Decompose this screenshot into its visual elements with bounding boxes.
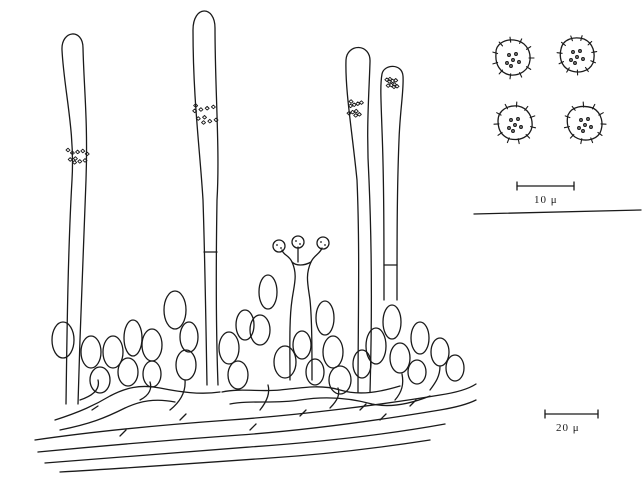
spore-scale-bar (516, 181, 575, 191)
cystidium-3 (345, 46, 373, 393)
spore-4 (566, 105, 603, 141)
hymenial-cells (51, 274, 465, 395)
spore-2 (559, 37, 595, 73)
subhymenial-hyphae (34, 365, 477, 473)
spore-scale-label: 10 μ (534, 194, 558, 206)
basidium (272, 235, 330, 381)
spore-1 (495, 39, 531, 76)
divider-line (473, 209, 642, 215)
hyphae-scale-bar (544, 409, 599, 419)
spore-group (492, 35, 607, 145)
crystal-incrustations (65, 76, 400, 165)
cystidium-1 (61, 33, 88, 405)
cystidium-4 (380, 65, 404, 301)
cystidium-2 (192, 10, 219, 386)
spore-3 (497, 105, 533, 141)
hyphae-scale-label: 20 μ (556, 422, 580, 434)
